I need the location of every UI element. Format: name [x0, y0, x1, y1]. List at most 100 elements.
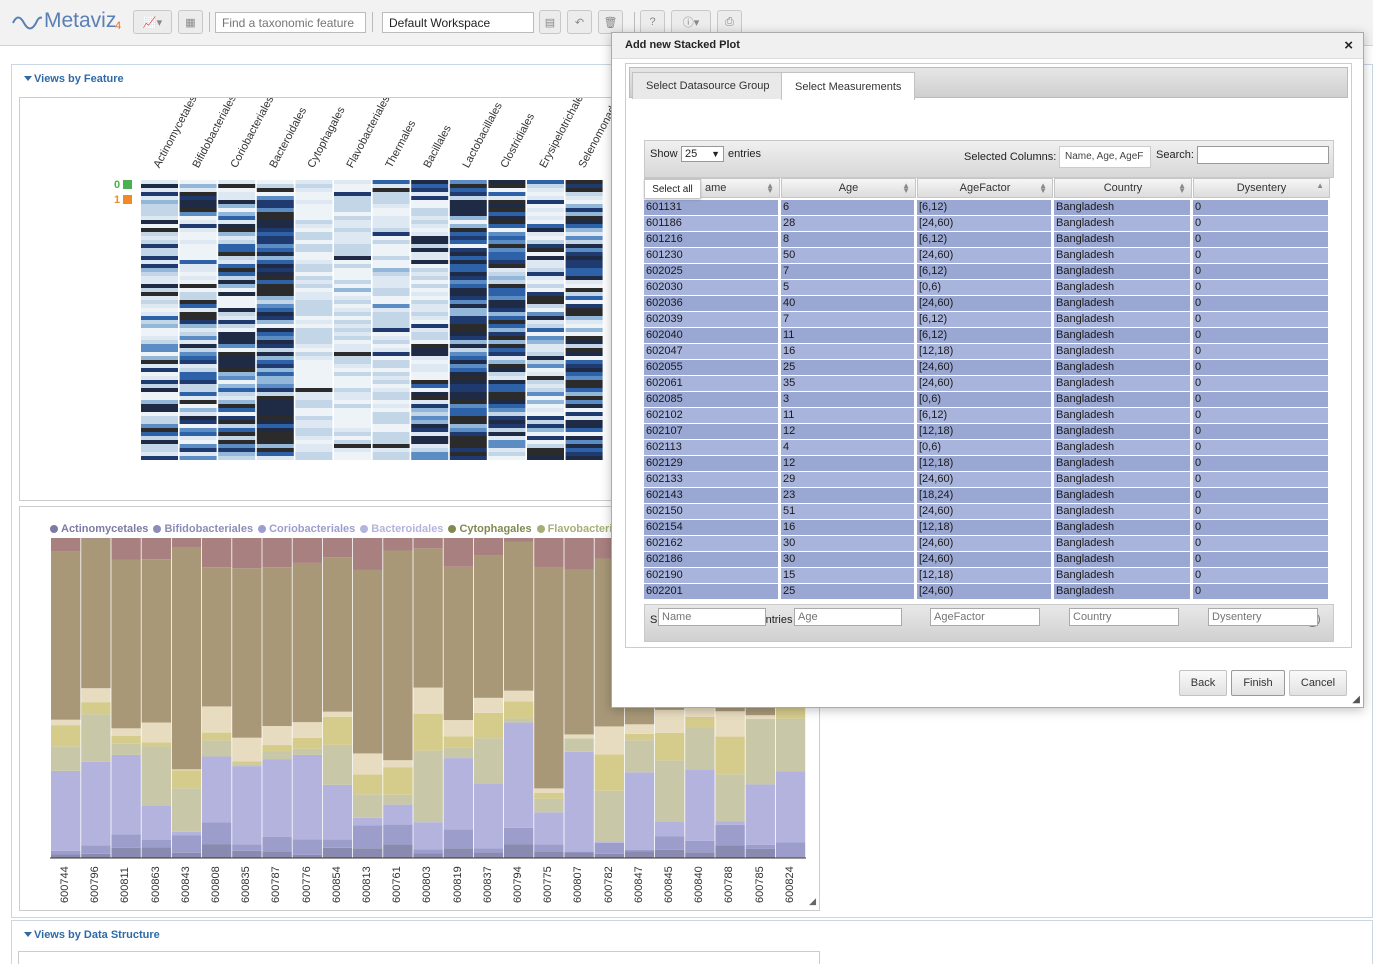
heatmap-cell[interactable] [295, 276, 333, 280]
heatmap-cell[interactable] [141, 200, 178, 204]
help-button[interactable]: ? [640, 10, 665, 34]
stacked-bar-segment[interactable] [141, 839, 171, 848]
heatmap-cell[interactable] [256, 356, 294, 360]
resize-handle-icon[interactable]: ◢ [809, 896, 816, 906]
heatmap-cell[interactable] [372, 188, 410, 192]
heatmap-cell[interactable] [372, 192, 410, 196]
heatmap-cell[interactable] [565, 256, 603, 260]
heatmap-cell[interactable] [527, 404, 564, 408]
heatmap-cell[interactable] [411, 440, 449, 444]
heatmap-cell[interactable] [488, 320, 526, 324]
heatmap-cell[interactable] [141, 280, 178, 284]
heatmap-cell[interactable] [179, 364, 217, 368]
heatmap-cell[interactable] [488, 216, 526, 220]
stacked-bar-segment[interactable] [624, 850, 655, 852]
stacked-bar-segment[interactable] [322, 711, 353, 717]
heatmap-cell[interactable] [141, 348, 178, 352]
heatmap-cell[interactable] [256, 200, 294, 204]
heatmap-cell[interactable] [295, 348, 333, 352]
heatmap-cell[interactable] [295, 292, 333, 296]
heatmap-cell[interactable] [372, 436, 410, 440]
heatmap-cell[interactable] [295, 280, 333, 284]
heatmap-cell[interactable] [179, 404, 217, 408]
heatmap-cell[interactable] [565, 392, 603, 396]
heatmap-cell[interactable] [527, 264, 564, 268]
heatmap-cell[interactable] [334, 272, 371, 276]
stacked-bar-segment[interactable] [292, 839, 322, 855]
heatmap-cell[interactable] [334, 184, 371, 188]
heatmap-cell[interactable] [179, 280, 217, 284]
heatmap-cell[interactable] [488, 180, 526, 184]
heatmap-cell[interactable] [218, 188, 256, 192]
heatmap-cell[interactable] [179, 380, 217, 384]
heatmap-cell[interactable] [449, 448, 487, 452]
heatmap-cell[interactable] [256, 384, 294, 388]
stacked-bar-segment[interactable] [322, 847, 353, 858]
heatmap-cell[interactable] [488, 272, 526, 276]
heatmap-cell[interactable] [218, 284, 256, 288]
heatmap-cell[interactable] [334, 344, 371, 348]
heatmap-cell[interactable] [256, 236, 294, 240]
tab-select-measurements[interactable]: Select Measurements [781, 72, 916, 100]
stacked-bar-segment[interactable] [534, 851, 564, 858]
heatmap-cell[interactable] [449, 236, 487, 240]
heatmap-cell[interactable] [256, 304, 294, 308]
heatmap-cell[interactable] [527, 260, 564, 264]
heatmap-cell[interactable] [488, 192, 526, 196]
heatmap-cell[interactable] [334, 420, 371, 424]
heatmap-cell[interactable] [141, 432, 178, 436]
stacked-bar-segment[interactable] [413, 538, 443, 549]
stacked-bar-segment[interactable] [534, 566, 564, 789]
heatmap-cell[interactable] [256, 276, 294, 280]
heatmap-cell[interactable] [179, 232, 217, 236]
heatmap-cell[interactable] [372, 376, 410, 380]
heatmap-cell[interactable] [411, 332, 449, 336]
stacked-bar-segment[interactable] [473, 848, 504, 853]
heatmap-cell[interactable] [527, 332, 564, 336]
heatmap-cell[interactable] [449, 252, 487, 256]
heatmap-cell[interactable] [372, 316, 410, 320]
heatmap-cell[interactable] [179, 276, 217, 280]
heatmap-cell[interactable] [295, 216, 333, 220]
heatmap-cell[interactable] [372, 280, 410, 284]
heatmap-cell[interactable] [218, 200, 256, 204]
heatmap-cell[interactable] [565, 260, 603, 264]
heatmap-cell[interactable] [141, 196, 178, 200]
heatmap-cell[interactable] [334, 400, 371, 404]
heatmap-cell[interactable] [449, 348, 487, 352]
heatmap-cell[interactable] [218, 376, 256, 380]
heatmap-cell[interactable] [565, 352, 603, 356]
heatmap-cell[interactable] [488, 452, 526, 456]
cancel-button[interactable]: Cancel [1289, 670, 1347, 696]
heatmap-cell[interactable] [372, 244, 410, 248]
heatmap-cell[interactable] [256, 336, 294, 340]
heatmap-cell[interactable] [449, 224, 487, 228]
heatmap-cell[interactable] [527, 284, 564, 288]
heatmap-cell[interactable] [372, 392, 410, 396]
heatmap-cell[interactable] [565, 364, 603, 368]
heatmap-cell[interactable] [449, 312, 487, 316]
heatmap-cell[interactable] [411, 340, 449, 344]
heatmap-cell[interactable] [527, 208, 564, 212]
heatmap-cell[interactable] [218, 276, 256, 280]
heatmap-cell[interactable] [141, 192, 178, 196]
heatmap-cell[interactable] [218, 252, 256, 256]
heatmap-cell[interactable] [565, 360, 603, 364]
heatmap-cell[interactable] [565, 312, 603, 316]
heatmap-cell[interactable] [527, 212, 564, 216]
heatmap-cell[interactable] [179, 372, 217, 376]
heatmap-cell[interactable] [565, 240, 603, 244]
heatmap-cell[interactable] [372, 252, 410, 256]
heatmap-cell[interactable] [295, 404, 333, 408]
heatmap-cell[interactable] [256, 396, 294, 400]
heatmap-cell[interactable] [218, 384, 256, 388]
heatmap-cell[interactable] [527, 424, 564, 428]
heatmap-cell[interactable] [372, 372, 410, 376]
heatmap-cell[interactable] [527, 444, 564, 448]
stacked-bar-segment[interactable] [292, 754, 322, 840]
heatmap-cell[interactable] [334, 392, 371, 396]
heatmap-cell[interactable] [565, 380, 603, 384]
filter-input-name[interactable] [658, 608, 766, 626]
